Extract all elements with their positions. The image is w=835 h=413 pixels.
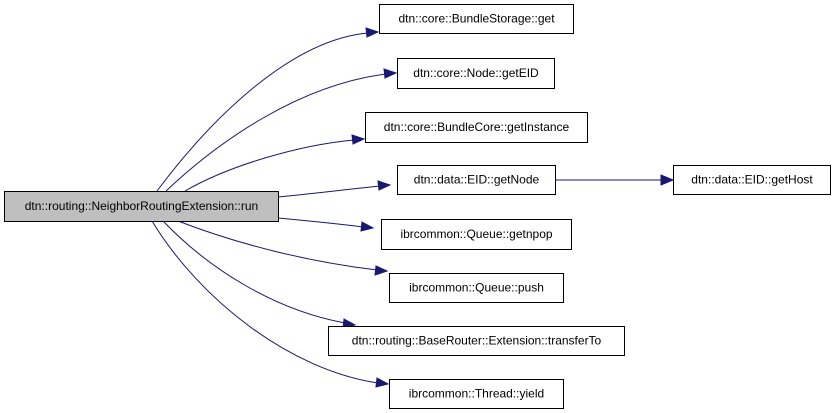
- node-run[interactable]: dtn::routing::NeighborRoutingExtension::…: [4, 191, 279, 222]
- edge-run-queue-push: [177, 220, 389, 276]
- edge-run-node-geteid: [165, 68, 398, 192]
- node-node-geteid[interactable]: dtn::core::Node::getEID: [397, 58, 555, 89]
- node-queue-push[interactable]: ibrcommon::Queue::push: [389, 273, 564, 303]
- node-label-bundlecore-getinstance: dtn::core::BundleCore::getInstance: [384, 120, 570, 134]
- node-eid-gethost[interactable]: dtn::data::EID::getHost: [673, 165, 831, 195]
- node-label-run: dtn::routing::NeighborRoutingExtension::…: [25, 199, 258, 213]
- edge-run-eid-getnode: [277, 180, 392, 198]
- node-eid-getnode[interactable]: dtn::data::EID::getNode: [397, 165, 556, 195]
- edge-eid-getnode-eid-gethost: [555, 174, 675, 186]
- node-thread-yield[interactable]: ibrcommon::Thread::yield: [389, 379, 564, 409]
- node-label-bundlestorage-get: dtn::core::BundleStorage::get: [398, 12, 555, 26]
- edges: [151, 27, 675, 388]
- edge-run-queue-getnpop: [277, 217, 375, 232]
- node-label-queue-push: ibrcommon::Queue::push: [409, 281, 544, 295]
- nodes: dtn::routing::NeighborRoutingExtension::…: [4, 4, 831, 409]
- node-queue-getnpop[interactable]: ibrcommon::Queue::getnpop: [381, 219, 572, 250]
- node-label-extension-transferto: dtn::routing::BaseRouter::Extension::tra…: [352, 334, 602, 348]
- node-bundlestorage-get[interactable]: dtn::core::BundleStorage::get: [379, 4, 574, 34]
- node-label-node-geteid: dtn::core::Node::getEID: [413, 66, 539, 80]
- node-bundlecore-getinstance[interactable]: dtn::core::BundleCore::getInstance: [365, 112, 588, 143]
- edge-run-bundlestorage-get: [156, 27, 380, 192]
- node-label-eid-getnode: dtn::data::EID::getNode: [414, 173, 540, 187]
- edge-run-bundlecore-getinstance: [184, 134, 366, 192]
- node-label-thread-yield: ibrcommon::Thread::yield: [409, 387, 544, 401]
- edge-run-thread-yield: [151, 220, 390, 388]
- node-extension-transferto[interactable]: dtn::routing::BaseRouter::Extension::tra…: [328, 326, 625, 356]
- node-label-eid-gethost: dtn::data::EID::getHost: [691, 173, 813, 187]
- node-label-queue-getnpop: ibrcommon::Queue::getnpop: [400, 227, 552, 241]
